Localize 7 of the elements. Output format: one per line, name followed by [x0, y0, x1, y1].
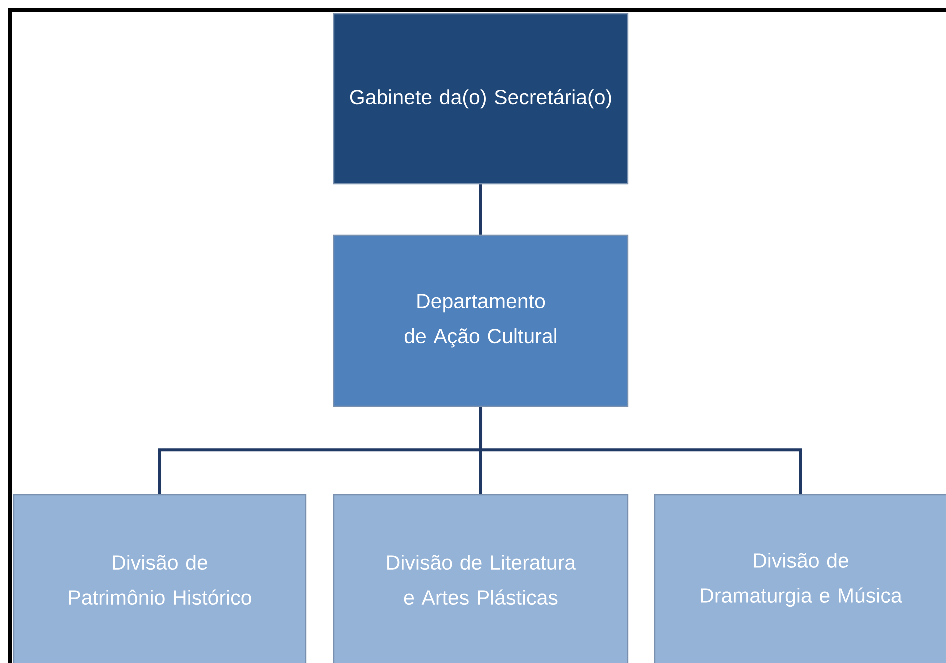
connector-line [480, 407, 802, 494]
division-box: Divisão de Patrimônio Histórico [13, 494, 307, 663]
office-box: Gabinete da(o) Secretária(o) [333, 13, 629, 185]
connector-line [480, 184, 482, 235]
division-box: Divisão de Dramaturgia e Música [654, 494, 946, 663]
division-box: Divisão de Literatura e Artes Plásticas [333, 494, 629, 663]
department-box: Departamento de Ação Cultural [333, 234, 629, 408]
